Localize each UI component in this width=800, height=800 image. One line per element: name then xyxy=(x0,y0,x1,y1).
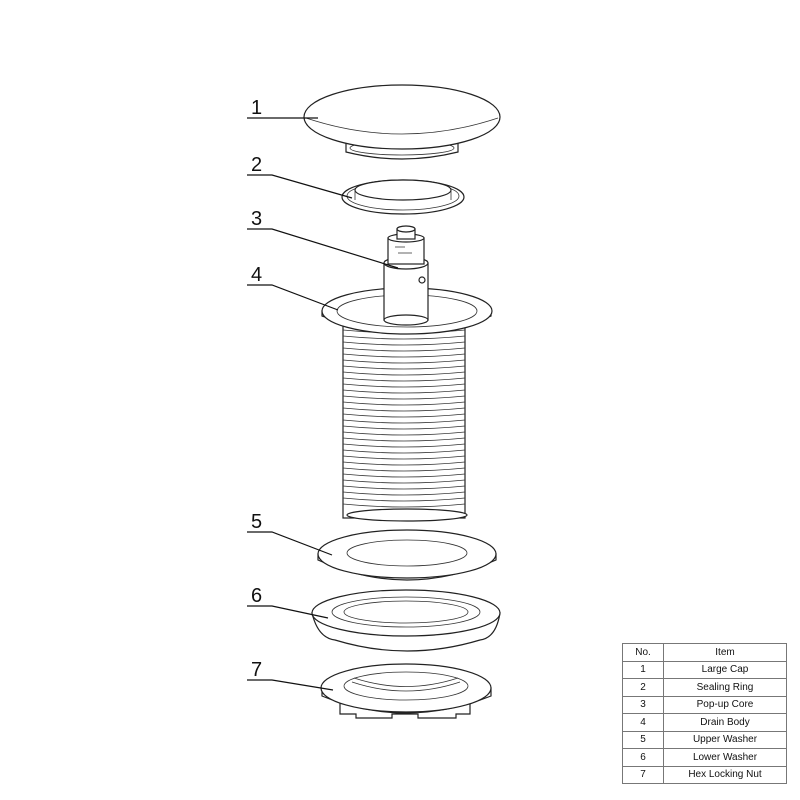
thread-line xyxy=(342,401,466,406)
thread-line xyxy=(342,497,466,502)
callout-leaders xyxy=(247,117,399,691)
thread-line xyxy=(342,425,466,430)
leader-2 xyxy=(247,174,353,199)
row-no: 1 xyxy=(622,660,664,679)
thread-line xyxy=(342,371,466,376)
header-item: Item xyxy=(663,643,787,662)
thread-line xyxy=(342,377,466,382)
thread-line xyxy=(342,407,466,412)
thread-line xyxy=(342,485,466,490)
thread-line xyxy=(342,503,466,508)
thread-line xyxy=(342,467,466,472)
table-row: 6 Lower Washer xyxy=(622,748,787,767)
thread-line xyxy=(342,437,466,442)
row-no: 6 xyxy=(622,748,664,767)
row-no: 7 xyxy=(622,765,664,784)
callout-6: 6 xyxy=(251,585,262,607)
row-item: Hex Locking Nut xyxy=(663,765,787,784)
callout-4: 4 xyxy=(251,264,262,286)
parts-list-table: No. Item 1 Large Cap 2 Sealing Ring 3 Po… xyxy=(622,643,787,784)
leader-6 xyxy=(247,605,329,619)
leader-4 xyxy=(247,284,339,311)
table-header-row: No. Item xyxy=(622,643,787,662)
thread-line xyxy=(342,455,466,460)
row-item: Pop-up Core xyxy=(663,695,787,714)
row-no: 2 xyxy=(622,678,664,697)
header-no: No. xyxy=(622,643,664,662)
row-item: Large Cap xyxy=(663,660,787,679)
thread-line xyxy=(342,431,466,436)
thread-line xyxy=(342,449,466,454)
thread-line xyxy=(342,347,466,352)
callout-3: 3 xyxy=(251,208,262,230)
thread-line xyxy=(342,335,466,340)
thread-line xyxy=(342,461,466,466)
part-upper-washer xyxy=(317,529,497,581)
table-row: 2 Sealing Ring xyxy=(622,678,787,697)
thread-line xyxy=(342,389,466,394)
thread-line xyxy=(342,353,466,358)
thread-line xyxy=(342,383,466,388)
row-no: 4 xyxy=(622,713,664,732)
thread-line xyxy=(342,341,466,346)
part-lower-washer xyxy=(311,589,501,652)
table-row: 5 Upper Washer xyxy=(622,730,787,749)
leader-7 xyxy=(247,679,334,691)
table-row: 4 Drain Body xyxy=(622,713,787,732)
thread-line xyxy=(342,479,466,484)
row-item: Sealing Ring xyxy=(663,678,787,697)
thread-line xyxy=(342,473,466,478)
callout-1: 1 xyxy=(251,97,262,119)
thread-line xyxy=(342,413,466,418)
thread-line xyxy=(342,395,466,400)
row-item: Upper Washer xyxy=(663,730,787,749)
table-row: 7 Hex Locking Nut xyxy=(622,765,787,784)
row-item: Lower Washer xyxy=(663,748,787,767)
callout-5: 5 xyxy=(251,511,262,533)
table-row: 1 Large Cap xyxy=(622,660,787,679)
row-no: 5 xyxy=(622,730,664,749)
callout-2: 2 xyxy=(251,154,262,176)
thread-line xyxy=(342,419,466,424)
table-row: 3 Pop-up Core xyxy=(622,695,787,714)
drain-body-threads xyxy=(342,329,466,508)
thread-line xyxy=(342,365,466,370)
part-pop-up-core xyxy=(383,225,429,326)
thread-line xyxy=(342,491,466,496)
row-item: Drain Body xyxy=(663,713,787,732)
row-no: 3 xyxy=(622,695,664,714)
thread-line xyxy=(342,443,466,448)
thread-line xyxy=(342,359,466,364)
part-hex-locking-nut xyxy=(320,663,492,719)
callout-7: 7 xyxy=(251,659,262,681)
leader-5 xyxy=(247,531,333,556)
leader-3 xyxy=(247,228,399,269)
part-sealing-ring xyxy=(341,179,465,215)
part-large-cap xyxy=(303,84,501,160)
